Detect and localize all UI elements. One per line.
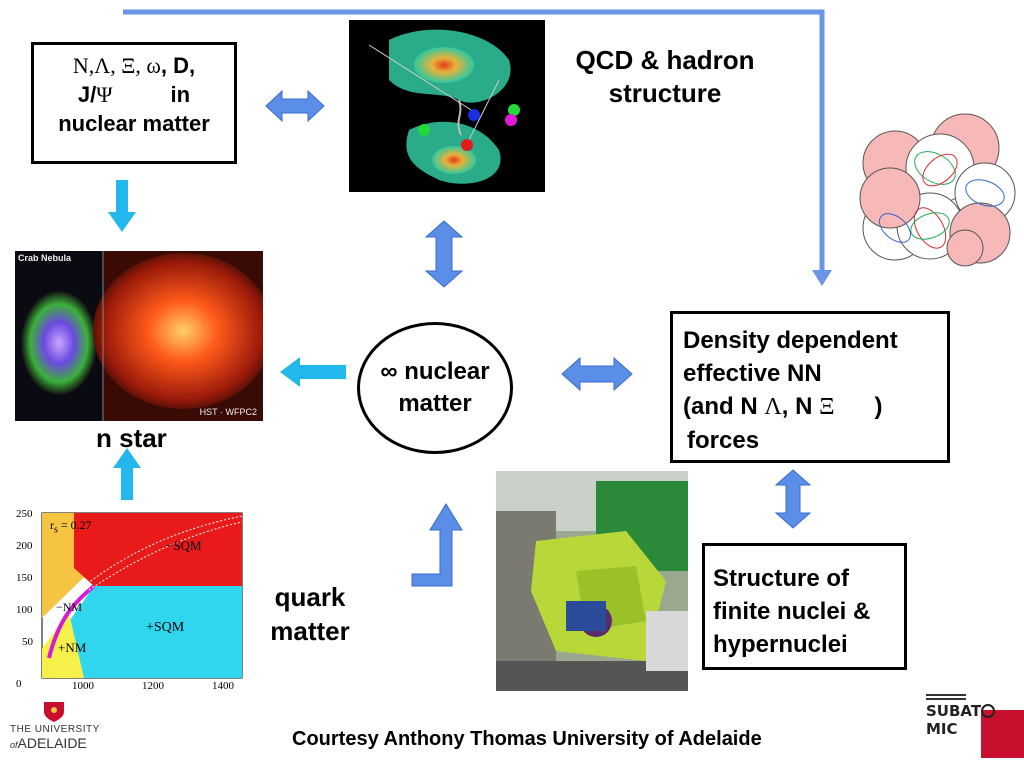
lambda-symbol: Λ (764, 394, 782, 420)
density-dependent-forces-box: Density dependent effective NN (and N Λ,… (670, 311, 950, 463)
arrow-density-structure (774, 469, 812, 529)
qcd-label-line1: QCD & hadron (575, 45, 755, 75)
x-tick-1200: 1200 (142, 680, 164, 692)
density-line3-c: ) (874, 393, 883, 420)
nuclear-matter-line1: ∞ nuclear (380, 358, 490, 385)
arrow-quark-to-nuclear-matter (411, 503, 463, 587)
density-line2: effective NN (683, 360, 822, 387)
in-label: in (170, 82, 191, 107)
crab-nebula-graphic (15, 251, 263, 421)
qcd-flux-tube-image (349, 20, 545, 192)
arrow-nuclear-matter-density (561, 356, 633, 392)
hadron-greek-list: N,Λ, Ξ, ω (72, 53, 161, 78)
nstar-label: n star (96, 423, 167, 453)
qcd-label-line2: structure (608, 78, 722, 108)
y-tick-200: 200 (16, 540, 33, 552)
quark-matter-phase-plot: 250 200 150 100 50 0 1000 1200 1400 rs =… (14, 508, 244, 696)
xi-symbol: Ξ (819, 394, 835, 420)
x-tick-1400: 1400 (212, 680, 234, 692)
y-tick-250: 250 (16, 508, 33, 520)
adelaide-prefix: of (10, 740, 18, 750)
density-line3-b: , N (781, 393, 820, 420)
detector-photo (496, 471, 688, 691)
y-tick-50: 50 (22, 636, 33, 648)
arrow-hadrons-qcd (265, 89, 325, 123)
quark-matter-label: quark matter (262, 580, 358, 648)
nucleus-cluster-graphic (859, 113, 1016, 267)
adelaide-crest-icon (44, 702, 64, 722)
atom-o-icon (981, 704, 996, 718)
y-tick-0: 0 (16, 678, 22, 690)
x-tick-1000: 1000 (72, 680, 94, 692)
annotation-value: = 0.27 (57, 518, 92, 532)
qcd-flux-tube-graphic (368, 29, 520, 184)
adelaide-line2: ADELAIDE (17, 735, 87, 751)
subatomic-logo: SUBATMIC (926, 690, 1024, 758)
phase-plot-annotation: rs = 0.27 (50, 518, 92, 535)
phase-plot-y-ticks: 250 200 150 100 50 0 (14, 508, 40, 696)
psi-symbol: Ψ (96, 82, 113, 107)
density-line3-a: (and N (683, 393, 765, 420)
nuclear-matter-label: nuclear matter (58, 111, 210, 136)
region-minus-sqm: −SQM (166, 538, 202, 553)
crab-nebula-caption: HST · WFPC2 (199, 407, 257, 417)
structure-line3: hypernuclei (713, 631, 848, 658)
y-tick-150: 150 (16, 572, 33, 584)
annotation-sub: s (54, 524, 58, 536)
nuclear-matter-line2: matter (398, 390, 472, 417)
detector-graphic (496, 471, 688, 691)
arrow-qcd-nuclear-matter (424, 220, 464, 288)
subatomic-part1: SUBAT (926, 702, 982, 720)
crab-nebula-image: Crab Nebula HST · WFPC2 (15, 251, 263, 421)
subatomic-part2: MIC (926, 720, 958, 738)
credit-text: Courtesy Anthony Thomas University of Ad… (292, 728, 762, 750)
subatomic-wordmark: SUBATMIC (926, 702, 1024, 738)
annotation-r: r (50, 518, 54, 532)
hadron-d-label: , D, (160, 53, 196, 78)
y-tick-100: 100 (16, 604, 33, 616)
region-plus-nm: +NM (58, 640, 87, 655)
university-adelaide-logo: THE UNIVERSITY ofADELAIDE (8, 700, 103, 756)
crab-nebula-title: Crab Nebula (18, 253, 72, 263)
subatomic-mark-icon (926, 694, 1024, 758)
density-line4: forces (687, 427, 760, 454)
region-plus-sqm: +SQM (146, 620, 185, 635)
quark-line2: matter (270, 616, 350, 646)
arrow-nuclear-matter-to-nstar (280, 357, 346, 387)
adelaide-line1: THE UNIVERSITY (10, 724, 100, 735)
phase-plot-graphic (41, 512, 243, 679)
infinite-nuclear-matter-ellipse: ∞ nuclear matter (357, 322, 513, 454)
arrow-phase-plot-to-nstar (113, 448, 141, 500)
jpsi-prefix: J/ (77, 82, 97, 107)
density-line1: Density dependent (683, 327, 898, 354)
quark-line1: quark (274, 582, 346, 612)
arrow-hadrons-to-nstar (108, 180, 136, 232)
structure-finite-nuclei-box: Structure of finite nuclei & hypernuclei (702, 543, 907, 670)
region-minus-nm: −NM (56, 600, 83, 614)
structure-line2: finite nuclei & (713, 598, 871, 625)
qcd-hadron-structure-label: QCD & hadron structure (550, 44, 780, 110)
structure-line1: Structure of (713, 565, 850, 592)
